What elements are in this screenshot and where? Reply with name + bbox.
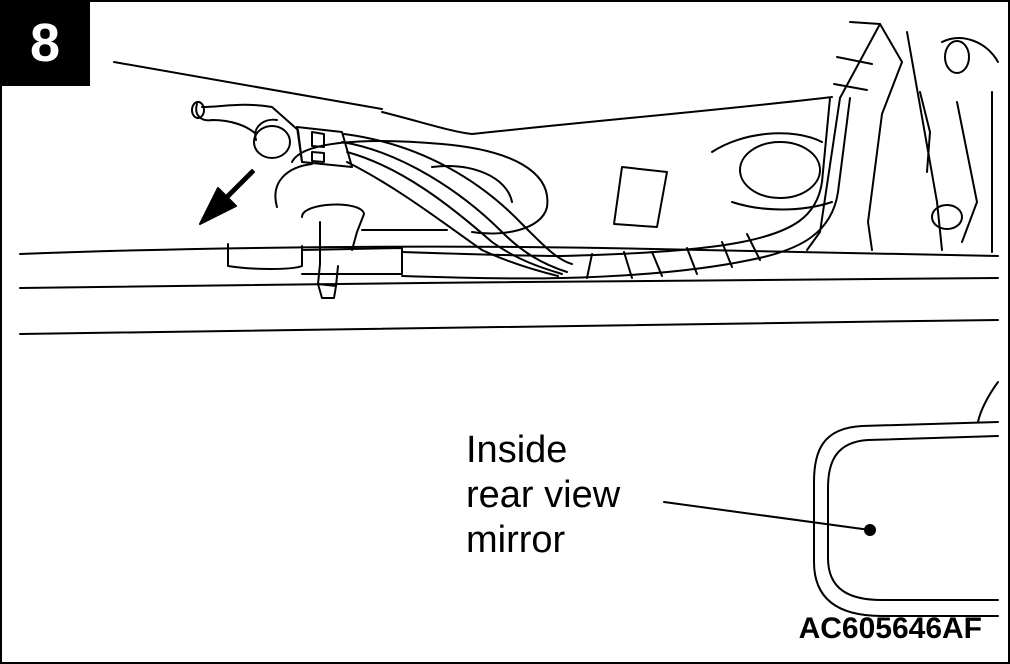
callout-line-3: mirror (466, 519, 566, 561)
roof-panel-lines (19, 61, 999, 335)
rear-view-mirror (813, 381, 999, 617)
connector-wires (341, 133, 573, 277)
figure-id: AC605646AF (798, 612, 982, 645)
mirror-callout-label: Inside rear view mirror (466, 428, 620, 563)
wiring-harness (401, 97, 851, 280)
trim-clip (227, 203, 403, 299)
callout-line-1: Inside (466, 429, 568, 471)
indicator-arrow (199, 169, 255, 225)
step-number-badge: 8 (0, 0, 90, 86)
mirror-connector (191, 101, 353, 168)
roof-recesses (274, 132, 833, 235)
callout-leader (663, 501, 876, 536)
callout-line-2: rear view (466, 474, 621, 516)
roof-pillar (806, 21, 999, 253)
